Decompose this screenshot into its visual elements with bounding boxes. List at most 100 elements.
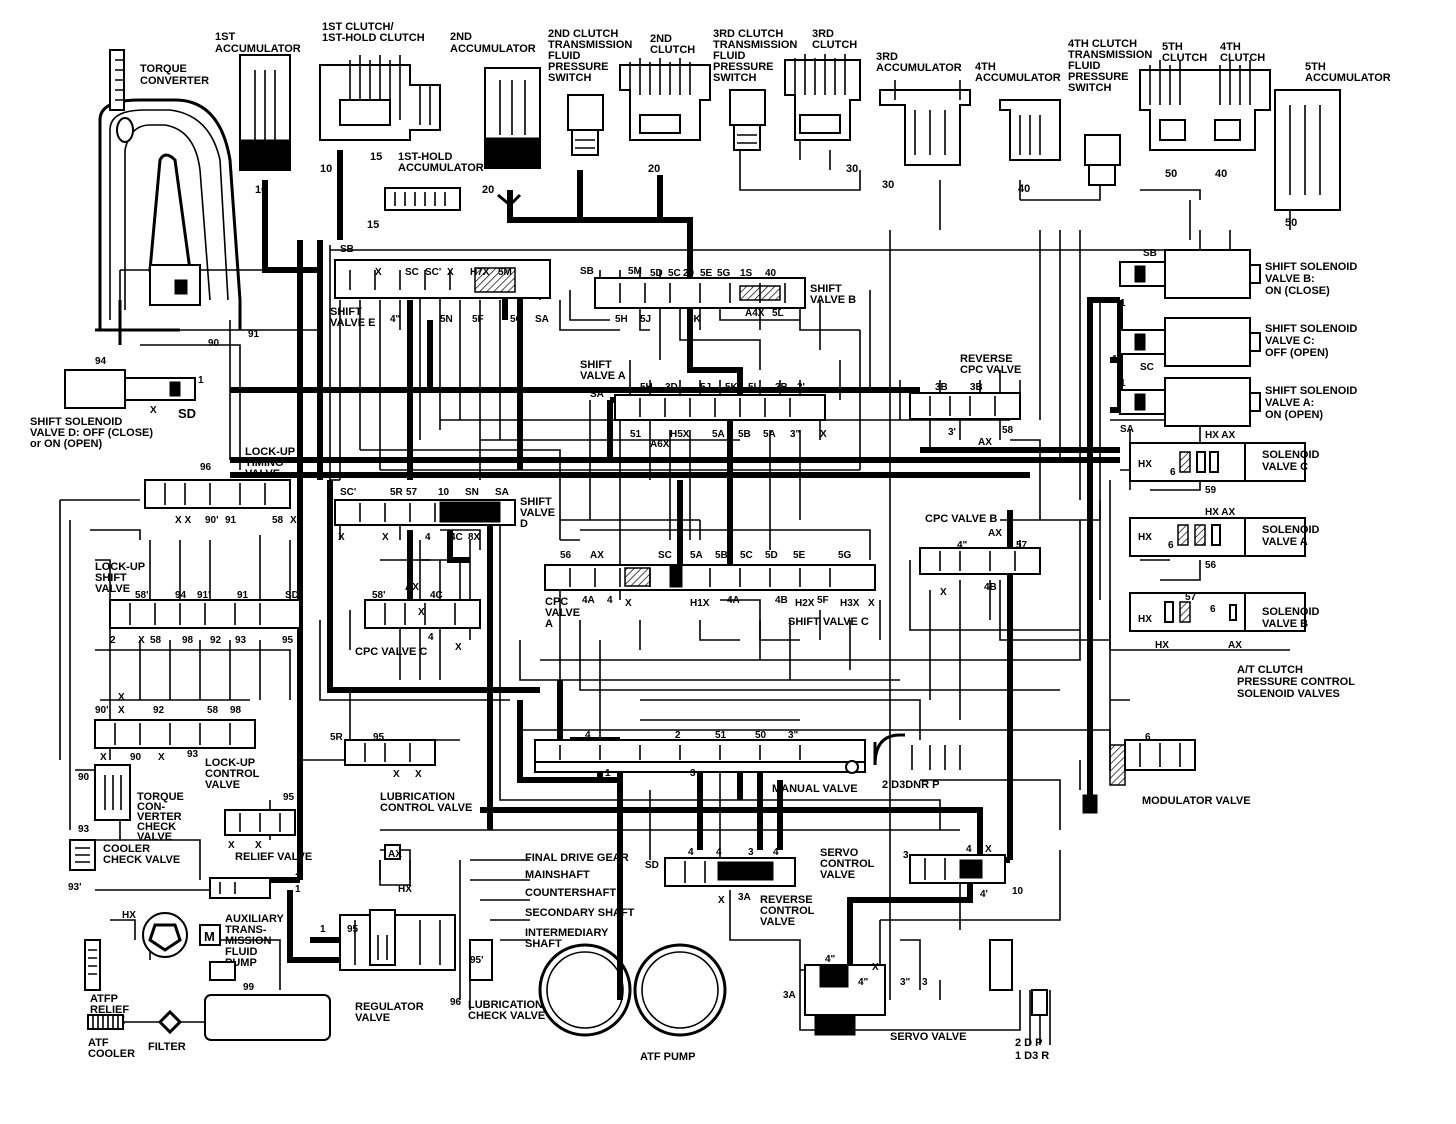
svg-text:10: 10: [438, 487, 450, 498]
svg-text:3': 3': [948, 427, 956, 438]
svg-text:4: 4: [607, 595, 613, 606]
svg-text:50: 50: [755, 730, 767, 741]
svg-text:X: X: [393, 769, 400, 780]
svg-text:AX: AX: [405, 582, 419, 593]
svg-text:1: 1: [605, 768, 611, 779]
svg-text:M: M: [204, 929, 215, 944]
svg-text:3: 3: [690, 768, 696, 779]
lockup-shift-valve: 58' 94 91' 91 SD 2 X 58 98 92 93 95 LOCK…: [95, 561, 301, 646]
svg-text:99: 99: [243, 982, 255, 993]
svg-text:5B: 5B: [738, 429, 751, 440]
svg-text:4A: 4A: [582, 595, 595, 606]
svg-text:3: 3: [903, 850, 909, 861]
svg-text:HX: HX: [122, 910, 136, 921]
clutch-1st: 1ST CLUTCH/1ST-HOLD CLUTCH 10 15: [319, 21, 441, 175]
svg-text:4": 4": [390, 314, 401, 325]
svg-text:4C: 4C: [450, 532, 463, 543]
svg-text:95': 95': [470, 955, 484, 966]
svg-text:50: 50: [1285, 217, 1297, 229]
svg-text:3": 3": [900, 977, 911, 988]
svg-text:ATF PUMP: ATF PUMP: [640, 1051, 695, 1063]
svg-text:58': 58': [372, 590, 386, 601]
svg-text:A6X: A6X: [650, 439, 670, 450]
svg-text:90: 90: [208, 338, 220, 349]
svg-text:3": 3": [790, 429, 801, 440]
svg-text:5A: 5A: [763, 429, 776, 440]
svg-text:4": 4": [825, 954, 836, 965]
cpc-valve-b: 4" AX 57 X 4B CPC VALVE B: [919, 513, 1041, 598]
svg-text:3: 3: [922, 977, 928, 988]
svg-text:5A: 5A: [690, 550, 703, 561]
svg-text:3: 3: [748, 847, 754, 858]
svg-text:X X: X X: [175, 515, 191, 526]
svg-text:1: 1: [295, 884, 301, 895]
svg-text:92: 92: [153, 705, 165, 716]
svg-text:58: 58: [1002, 425, 1014, 436]
svg-text:5F: 5F: [817, 595, 829, 606]
svg-text:57: 57: [1185, 592, 1197, 603]
svg-text:20: 20: [683, 268, 695, 279]
svg-text:SA: SA: [1120, 424, 1134, 435]
svg-text:4: 4: [585, 730, 591, 741]
hx-block: AX HX: [379, 844, 412, 895]
svg-text:3": 3": [788, 730, 799, 741]
svg-text:H5X: H5X: [670, 429, 690, 440]
svg-text:HX: HX: [1138, 532, 1152, 543]
svg-text:X: X: [868, 598, 875, 609]
svg-text:4A: 4A: [727, 595, 740, 606]
svg-text:5J: 5J: [700, 382, 711, 393]
svg-text:90': 90': [95, 705, 109, 716]
svg-text:AX: AX: [590, 550, 604, 561]
svg-text:5B: 5B: [715, 550, 728, 561]
atfp-relief-valve: ATFPRELIEFVALVE: [84, 939, 129, 1027]
svg-text:X: X: [418, 607, 425, 618]
svg-text:90: 90: [78, 772, 90, 783]
shift-valve-b: SB 5M 5D 5C 20 5E 5G 1S 40 5H 5J 5K A4X …: [580, 266, 856, 325]
svg-text:X: X: [455, 642, 462, 653]
svg-text:10: 10: [320, 163, 332, 175]
svg-text:SC: SC: [658, 550, 672, 561]
svg-text:5D: 5D: [765, 550, 778, 561]
svg-text:5H: 5H: [640, 382, 653, 393]
svg-text:5E: 5E: [793, 550, 806, 561]
svg-text:6: 6: [1145, 732, 1151, 743]
svg-text:4: 4: [966, 844, 972, 855]
svg-text:1: 1: [1112, 354, 1118, 365]
svg-text:X: X: [375, 267, 382, 278]
svg-text:X: X: [290, 515, 297, 526]
svg-text:96: 96: [200, 462, 212, 473]
svg-text:X: X: [158, 752, 165, 763]
svg-text:MODULATOR VALVE: MODULATOR VALVE: [1142, 795, 1251, 807]
svg-text:5R: 5R: [390, 487, 404, 498]
svg-text:5E: 5E: [700, 268, 713, 279]
svg-text:X: X: [447, 267, 454, 278]
svg-text:4C: 4C: [430, 590, 443, 601]
svg-text:X: X: [415, 769, 422, 780]
svg-text:8X: 8X: [468, 532, 481, 543]
